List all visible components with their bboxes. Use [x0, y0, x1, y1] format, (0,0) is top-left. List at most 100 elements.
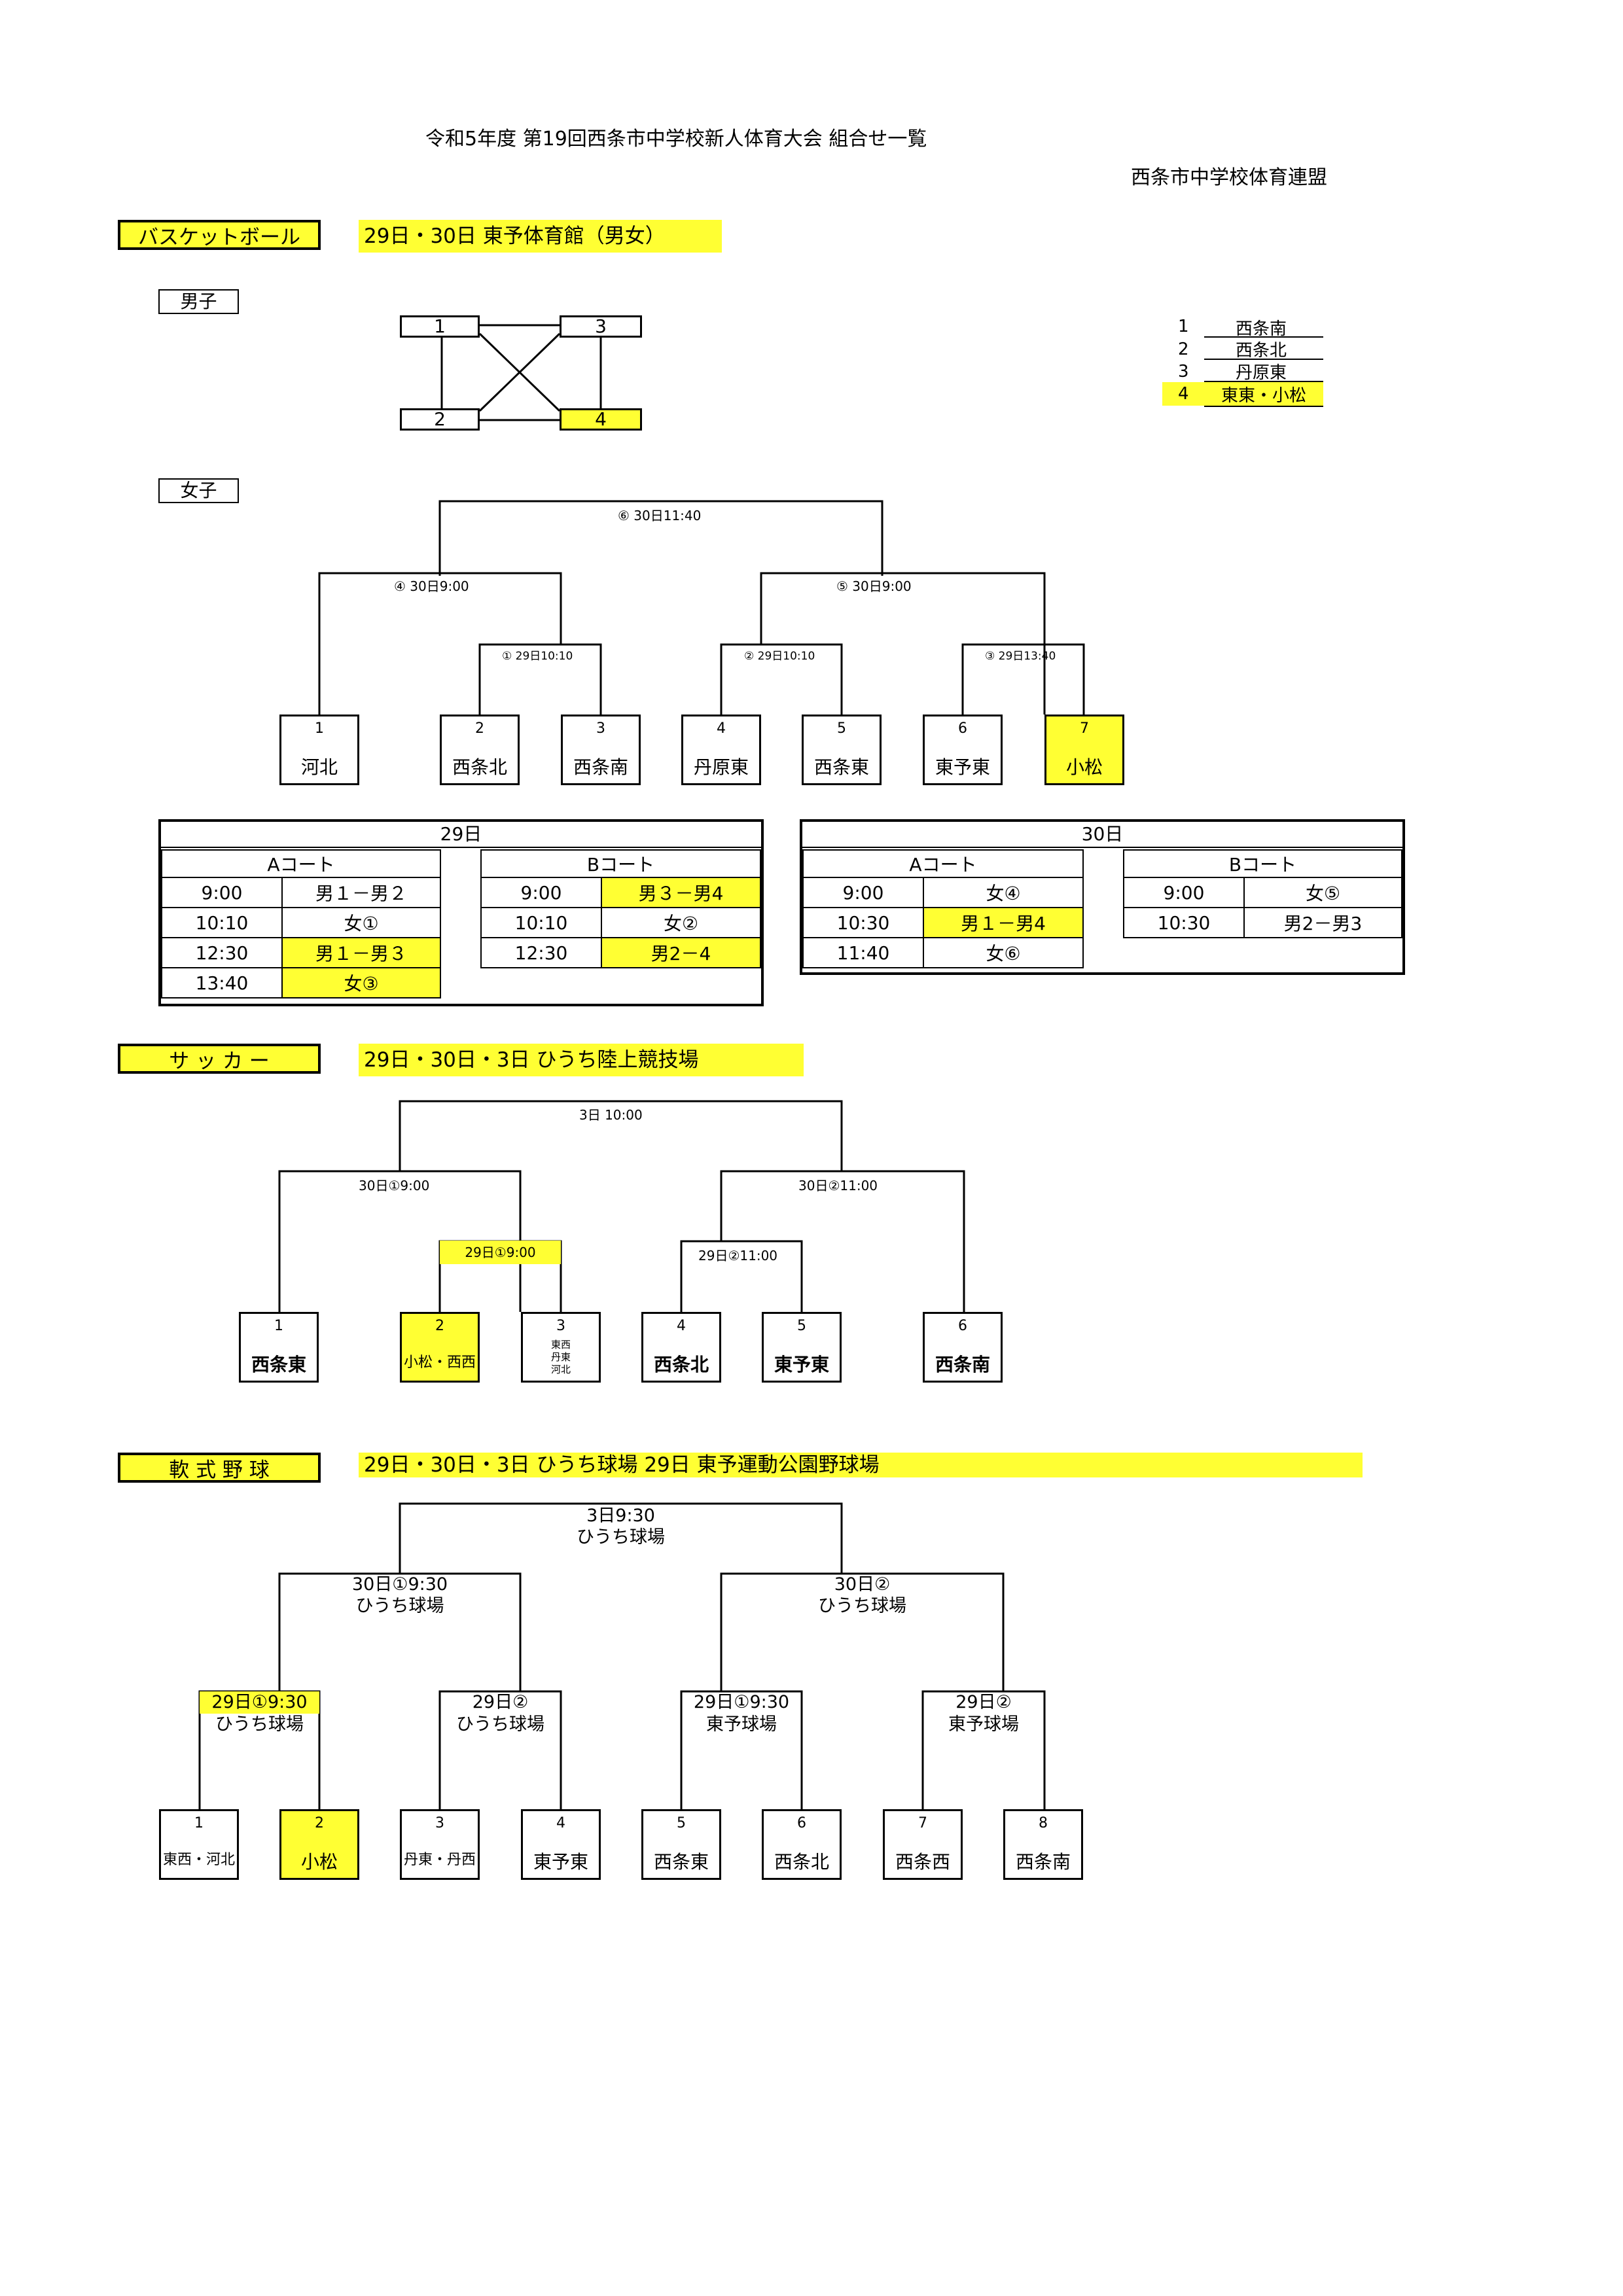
- time-cell: 9:00: [480, 877, 602, 908]
- section-basketball: バスケットボール: [118, 220, 321, 250]
- soccer-final: 3日 10:00: [579, 1107, 643, 1123]
- legend-underline: [1204, 406, 1323, 407]
- match-cell: 男１－男4: [923, 907, 1084, 938]
- team-number: 6: [958, 1318, 967, 1334]
- baseball-final-venue: ひうち球場: [577, 1527, 665, 1547]
- girls-label: 女子: [158, 478, 239, 503]
- baseball-team: 8 西条南: [1003, 1809, 1083, 1880]
- team-number: 1: [194, 1815, 204, 1831]
- match-cell: 男2－男3: [1243, 907, 1402, 938]
- time-cell: 12:30: [161, 937, 283, 968]
- team-name: 東予東: [774, 1354, 829, 1375]
- court-a-header: Aコート: [802, 849, 1084, 878]
- team-name: 西条南: [1015, 1851, 1071, 1873]
- soccer-team: 3 東西 丹東 河北: [521, 1312, 601, 1383]
- legend-name: 東東・小松: [1221, 386, 1307, 406]
- baseball-team: 4 東予東: [521, 1809, 601, 1880]
- team-number: 6: [797, 1815, 806, 1831]
- team-number: 5: [837, 720, 846, 737]
- baseball-info: 29日・30日・3日 ひうち球場 29日 東予運動公園野球場: [359, 1453, 1363, 1477]
- team-name: 東予東: [935, 756, 990, 778]
- team-number: 1: [315, 720, 324, 737]
- match-cell: 男３－男4: [601, 877, 761, 908]
- team-number: 7: [1080, 720, 1089, 737]
- team-number: 2: [435, 1318, 444, 1334]
- match-cell: 女⑤: [1243, 877, 1402, 908]
- team-name: 河北: [300, 756, 338, 778]
- boys-node-2: 2: [400, 408, 480, 431]
- team-number: 3: [556, 1318, 565, 1334]
- match-cell: 女④: [923, 877, 1084, 908]
- team-number: 2: [475, 720, 484, 737]
- baseball-final-time: 3日9:30: [586, 1506, 655, 1526]
- court-a-header: Aコート: [161, 849, 441, 878]
- match-cell: 女②: [601, 907, 761, 938]
- girls-team: 2 西条北: [440, 715, 520, 785]
- team-number: 4: [677, 1318, 686, 1334]
- team-name: 西条西: [895, 1851, 950, 1873]
- legend-num: 3: [1178, 362, 1189, 381]
- soccer-team: 4 西条北: [641, 1312, 721, 1383]
- organizer: 西条市中学校体育連盟: [1131, 166, 1327, 189]
- girls-team: 5 西条東: [802, 715, 882, 785]
- section-baseball: 軟 式 野 球: [118, 1453, 321, 1483]
- baseball-team: 5 西条東: [641, 1809, 721, 1880]
- baseball-q3-venue: 東予球場: [706, 1714, 777, 1735]
- team-name: 東西・河北: [162, 1852, 235, 1868]
- team-name: 丹原東: [693, 756, 749, 778]
- time-cell: 9:00: [802, 877, 924, 908]
- baseball-q4-venue: 東予球場: [948, 1714, 1019, 1735]
- baseball-q3-time: 29日①9:30: [693, 1692, 790, 1712]
- boys-label: 男子: [158, 289, 239, 314]
- match-2: ② 29日10:10: [744, 650, 815, 663]
- match-cell: 男１－男２: [281, 877, 441, 908]
- match-cell: 男１－男３: [281, 937, 441, 968]
- match-cell: 男2－4: [601, 937, 761, 968]
- legend-highlight: [1162, 382, 1323, 406]
- baseball-q1-time: 29日①9:30: [200, 1691, 319, 1714]
- section-soccer: サ ッ カ ー: [118, 1044, 321, 1074]
- legend-name: 丹原東: [1236, 363, 1287, 383]
- girls-team: 1 河北: [279, 715, 359, 785]
- team-number: 8: [1039, 1815, 1048, 1831]
- team-name: 西条南: [573, 756, 628, 778]
- baseball-team: 7 西条西: [883, 1809, 963, 1880]
- team-name: 東西 丹東 河北: [550, 1339, 571, 1375]
- legend-num: 2: [1178, 340, 1189, 359]
- time-cell: 10:30: [802, 907, 924, 938]
- team-name: 西条北: [774, 1851, 829, 1873]
- baseball-semi-right-time: 30日②: [834, 1574, 891, 1595]
- time-cell: 10:30: [1123, 907, 1245, 938]
- team-number: 6: [958, 720, 967, 737]
- soccer-team: 1 西条東: [239, 1312, 319, 1383]
- team-number: 1: [274, 1318, 283, 1334]
- page-title: 令和5年度 第19回西条市中学校新人体育大会 組合せ一覧: [425, 128, 927, 150]
- baseball-q2-venue: ひうち球場: [456, 1714, 544, 1735]
- soccer-semi-left: 30日①9:00: [359, 1178, 430, 1193]
- legend-underline: [1204, 359, 1323, 360]
- boys-node-4: 4: [560, 408, 642, 431]
- legend-underline: [1204, 336, 1323, 338]
- boys-node-3: 3: [560, 315, 642, 338]
- team-name: 丹東・丹西: [403, 1852, 476, 1868]
- time-cell: 12:30: [480, 937, 602, 968]
- team-number: 3: [435, 1815, 444, 1831]
- girls-team: 6 東予東: [923, 715, 1003, 785]
- time-cell: 10:10: [480, 907, 602, 938]
- soccer-info: 29日・30日・3日 ひうち陸上競技場: [359, 1044, 804, 1076]
- team-number: 5: [677, 1815, 686, 1831]
- baseball-q1-venue: ひうち球場: [215, 1714, 304, 1735]
- team-name: 西条東: [653, 1851, 709, 1873]
- team-number: 4: [717, 720, 726, 737]
- team-name: 東予東: [533, 1851, 588, 1873]
- schedule-29-day: 29日: [161, 822, 761, 848]
- team-name: 小松・西西: [403, 1354, 476, 1371]
- schedule-30-frame: [800, 819, 1405, 975]
- baseball-team: 3 丹東・丹西: [400, 1809, 480, 1880]
- match-1: ① 29日10:10: [502, 650, 573, 663]
- time-cell: 9:00: [1123, 877, 1245, 908]
